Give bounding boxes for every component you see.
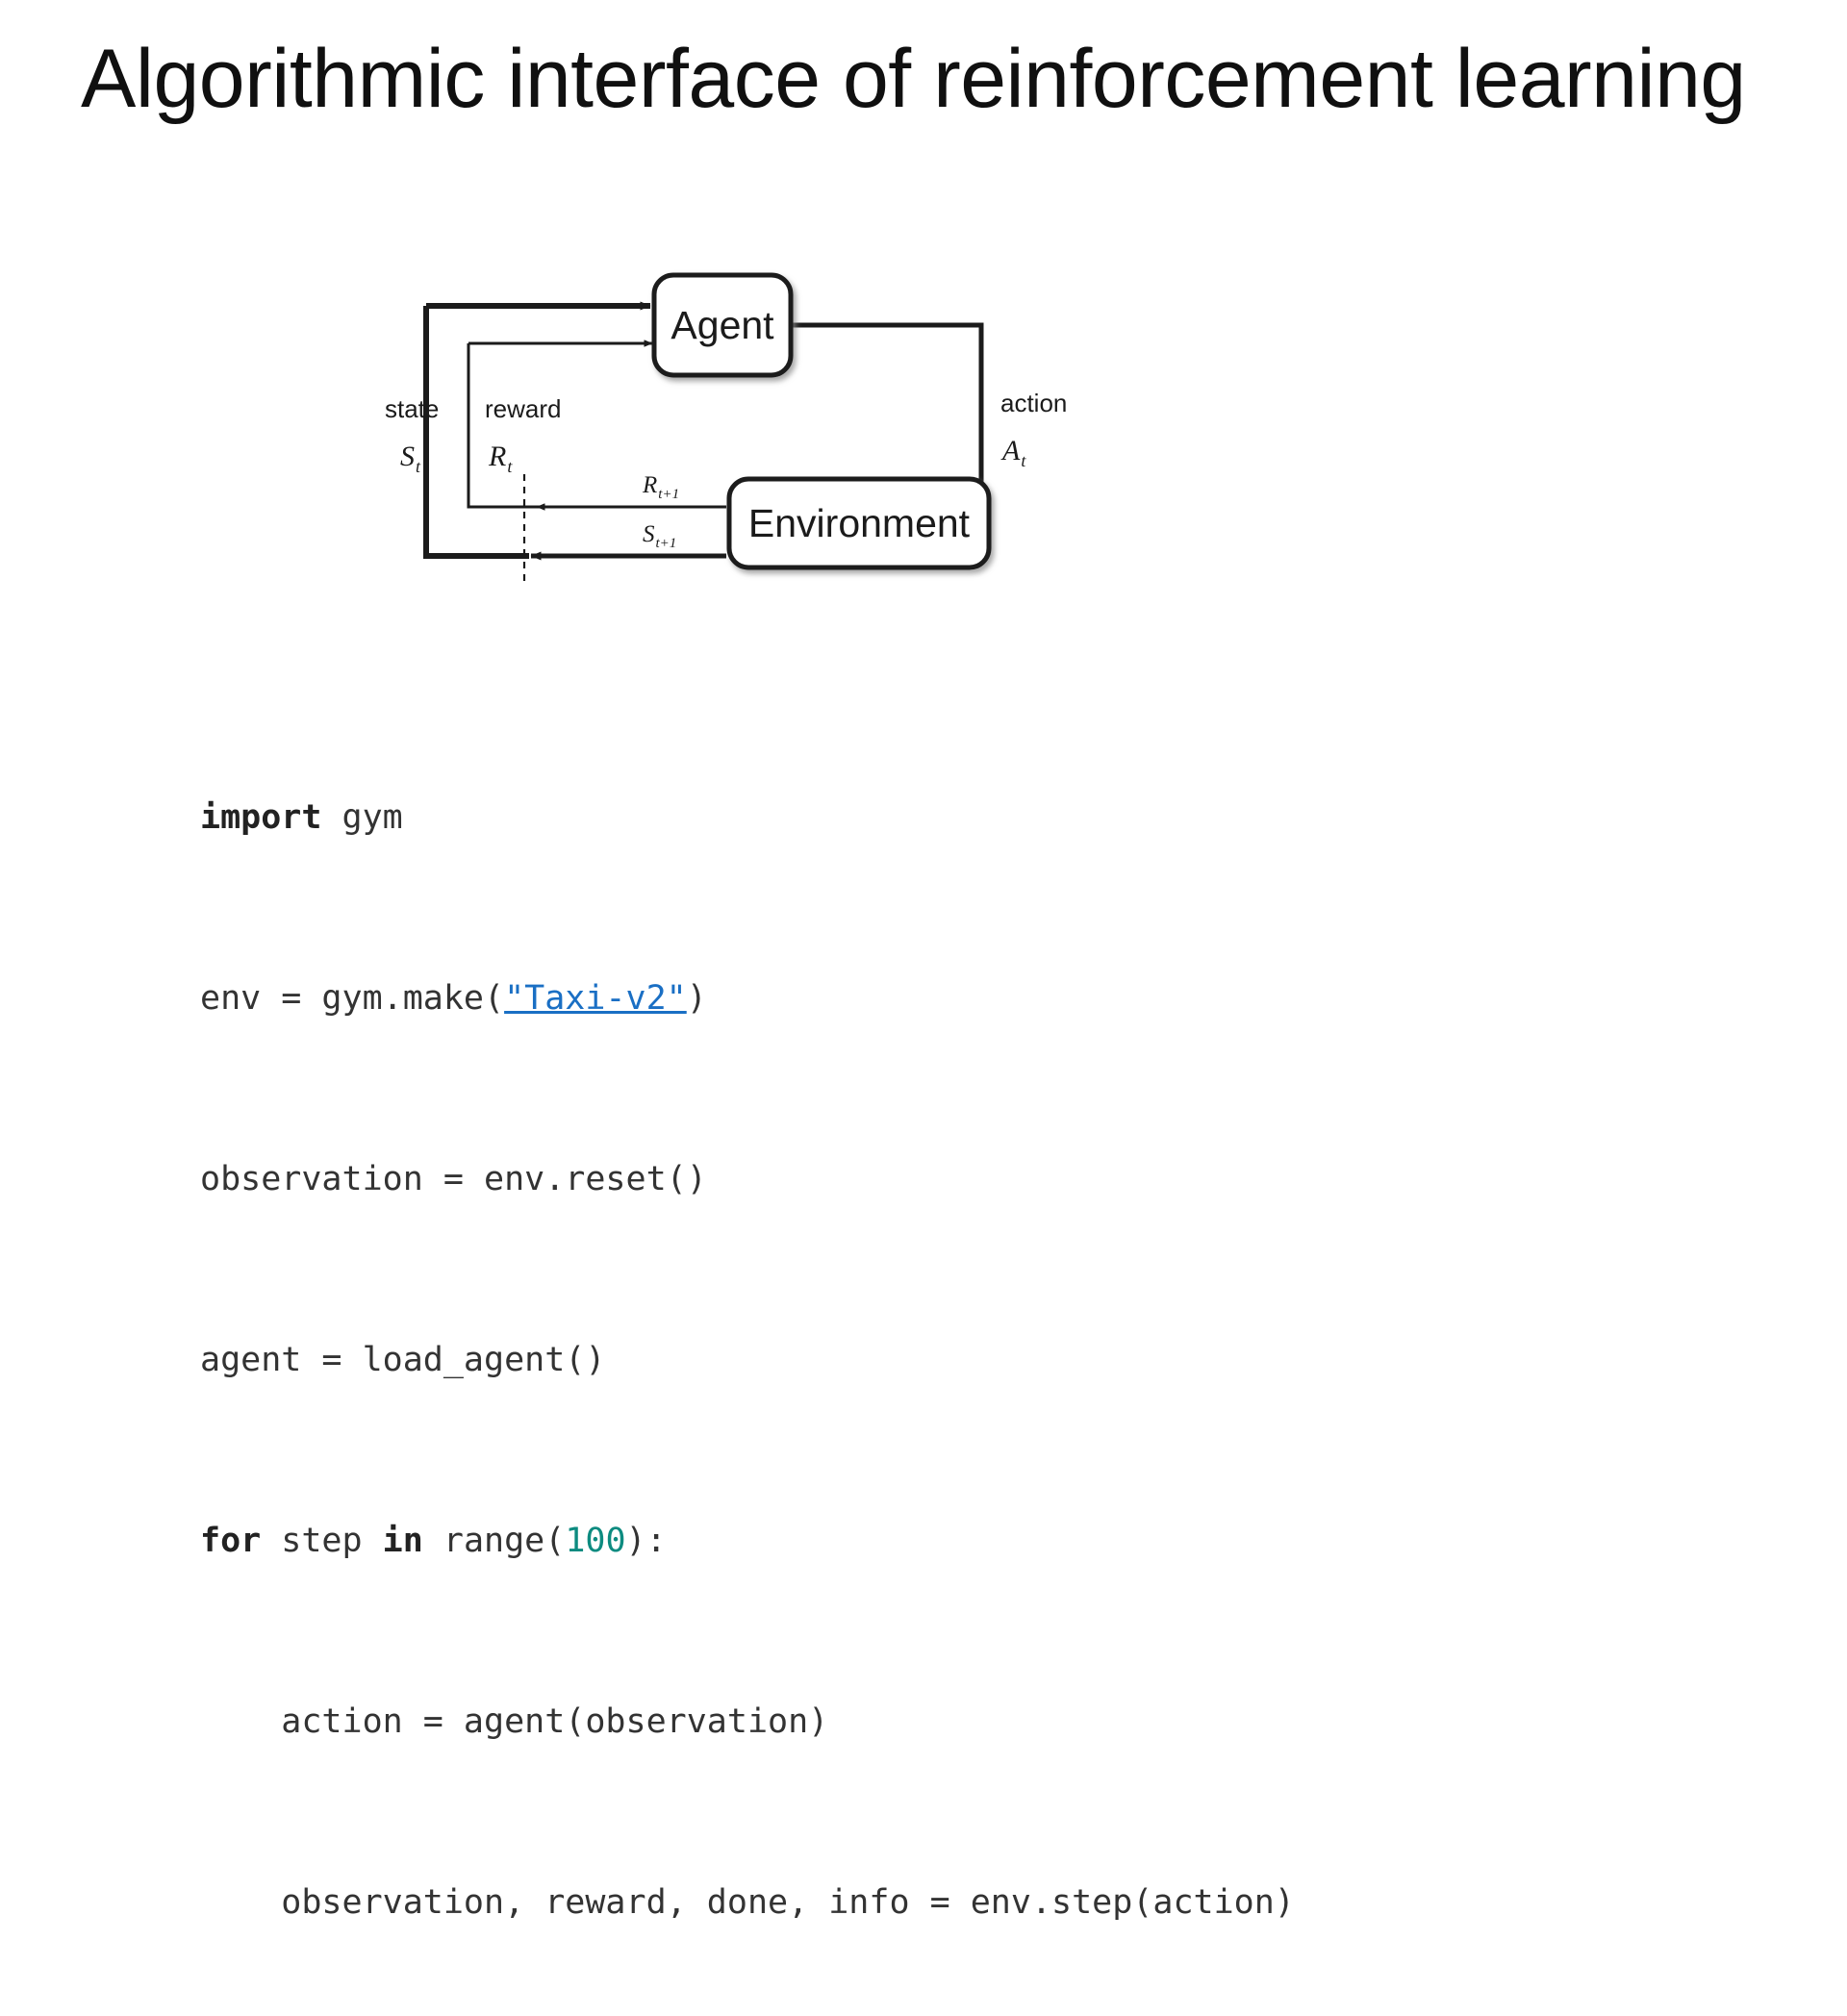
state-next-symbol: S	[643, 521, 655, 547]
edge-reward-path	[467, 340, 653, 509]
node-environment: Environment	[726, 476, 992, 570]
action-subscript: t	[1021, 451, 1026, 470]
reward-symbol-label: Rt	[488, 441, 513, 476]
code-line-5: for step in range(100):	[200, 1519, 1295, 1564]
reward-word-label: reward	[485, 394, 561, 423]
node-agent: Agent	[651, 272, 794, 378]
code-line-7: observation, reward, done, info = env.st…	[200, 1883, 1295, 1922]
state-next-label: St+1	[643, 521, 676, 551]
agent-box	[651, 272, 794, 378]
edge-state-path	[423, 301, 651, 559]
reward-symbol: R	[488, 441, 506, 472]
reward-next-subscript: t+1	[658, 487, 679, 502]
environment-box	[726, 476, 992, 570]
code-line-3: observation = env.reset()	[200, 1160, 707, 1198]
keyword-import: import	[200, 798, 322, 837]
state-subscript: t	[416, 457, 421, 476]
keyword-in: in	[382, 1522, 423, 1560]
state-symbol-label: St	[400, 441, 421, 476]
code-line-5-c: ):	[625, 1522, 667, 1560]
code-line-5-b: range(	[422, 1522, 566, 1560]
agent-label: Agent	[670, 303, 774, 347]
literal-100: 100	[565, 1522, 626, 1560]
code-line-4: agent = load_agent()	[200, 1341, 606, 1379]
taxi-v2-link[interactable]: "Taxi-v2"	[504, 979, 687, 1018]
reward-next-symbol: R	[642, 472, 657, 498]
code-line-6: action = agent(observation)	[200, 1702, 829, 1741]
state-symbol: S	[400, 441, 415, 472]
action-symbol-label: At	[1000, 435, 1026, 470]
rl-loop-diagram: Agent Environment state St reward Rt act…	[366, 202, 1154, 606]
keyword-for: for	[200, 1522, 262, 1560]
code-line-1-rest: gym	[321, 798, 403, 837]
action-word-label: action	[1000, 389, 1067, 417]
state-word-label: state	[385, 394, 439, 423]
reward-next-label: Rt+1	[642, 472, 679, 502]
edge-label-action: action At	[1000, 389, 1067, 470]
code-line-2-suffix: )	[686, 979, 707, 1018]
code-line-2-prefix: env = gym.make(	[200, 979, 505, 1018]
state-next-subscript: t+1	[656, 536, 677, 551]
edge-label-state: state St	[385, 394, 439, 476]
environment-label: Environment	[748, 501, 971, 545]
page-title: Algorithmic interface of reinforcement l…	[81, 33, 1746, 125]
python-code-block: import gym env = gym.make("Taxi-v2") obs…	[200, 660, 1295, 2016]
reward-subscript: t	[507, 457, 513, 476]
rl-loop-svg: Agent Environment state St reward Rt act…	[385, 272, 1067, 585]
code-line-5-a: step	[261, 1522, 383, 1560]
edge-label-reward: reward Rt	[485, 394, 561, 476]
code-line-2: env = gym.make("Taxi-v2")	[200, 976, 1295, 1021]
action-symbol: A	[1000, 435, 1021, 466]
code-line-1: import gym	[200, 795, 1295, 841]
